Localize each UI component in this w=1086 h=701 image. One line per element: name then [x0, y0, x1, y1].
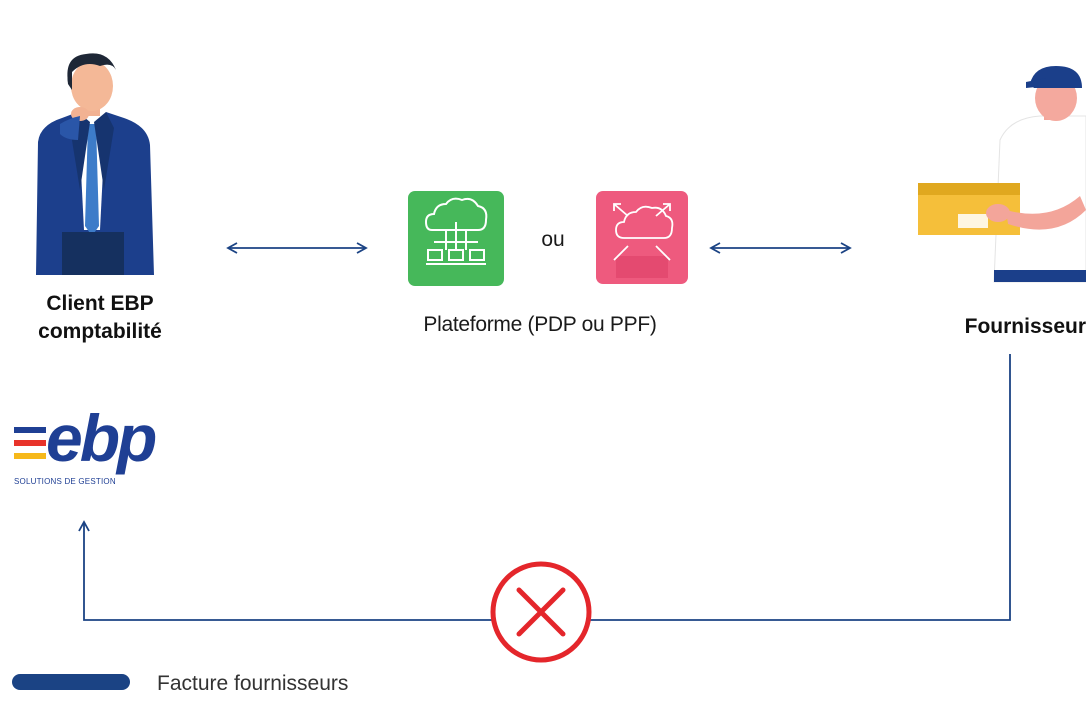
- legend-swatch: [12, 674, 130, 690]
- ebp-logo: [14, 427, 46, 459]
- platform-connector: ou: [541, 228, 565, 251]
- businessman-icon: [36, 53, 154, 275]
- cross-circle-icon: [490, 561, 592, 663]
- cloud-network-icon: [408, 191, 504, 286]
- supplier-label: Fournisseur: [964, 315, 1086, 338]
- platform-label: Plateforme (PDP ou PPF): [423, 313, 657, 336]
- delivery-person-icon: [918, 66, 1086, 283]
- client-label-line2: comptabilité: [38, 320, 162, 343]
- client-label-line1: Client EBP: [46, 292, 154, 315]
- cloud-distribution-icon: [596, 191, 688, 284]
- ebp-logo-tagline: SOLUTIONS DE GESTION: [14, 477, 116, 486]
- legend-label: Facture fournisseurs: [157, 672, 349, 695]
- client-label: Client EBP comptabilité: [8, 290, 192, 346]
- ebp-logo-wordmark: ebp: [46, 401, 157, 475]
